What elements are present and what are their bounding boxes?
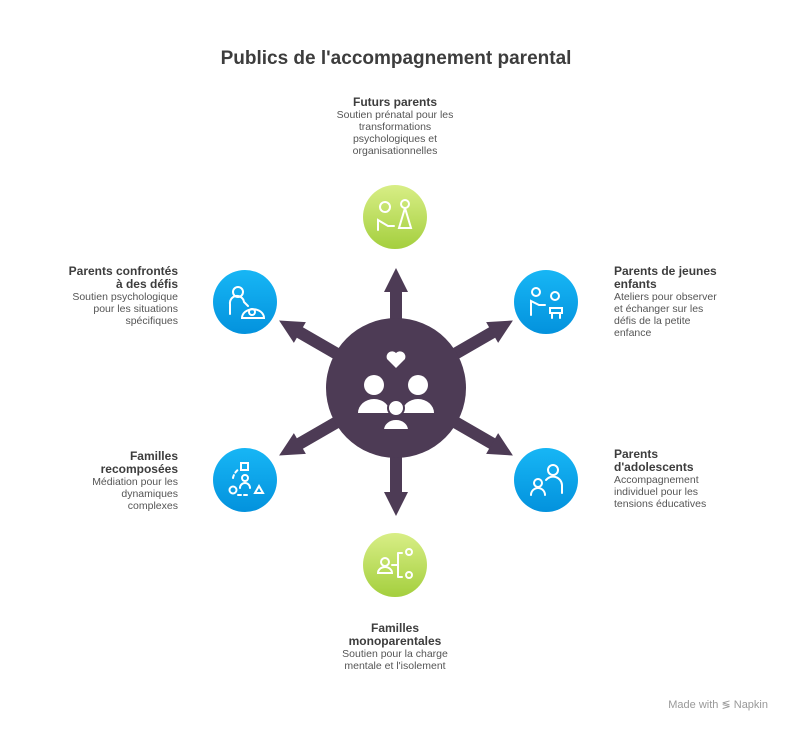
arrow-lower-right <box>443 411 513 456</box>
arrow-down <box>384 450 408 516</box>
node-description: Accompagnement individuel pour les tensi… <box>614 474 707 510</box>
node-title: Futurs parents <box>352 95 437 109</box>
node-jeunes-enfants: Parents de jeunes enfants Ateliers pour … <box>614 264 724 340</box>
single-parent-tree-icon <box>363 533 427 597</box>
node-description: Soutien psychologique pour les situation… <box>72 291 178 327</box>
node-defis: Parents confrontés à des défis Soutien p… <box>68 264 178 328</box>
node-title: Parents confrontés à des défis <box>68 264 178 291</box>
arrow-upper-left <box>279 320 349 365</box>
family-heart-icon <box>358 351 434 431</box>
node-recomposees: Familles recomposées Médiation pour les … <box>78 449 178 513</box>
napkin-watermark[interactable]: Made with ≶ Napkin <box>668 698 768 711</box>
prenatal-consultation-icon <box>363 185 427 249</box>
node-monoparentales: Familles monoparentales Soutien pour la … <box>340 621 450 673</box>
hub <box>326 318 466 458</box>
node-description: Soutien prénatal pour les transformation… <box>336 109 454 157</box>
psychological-support-icon <box>213 270 277 334</box>
arrows <box>279 268 513 516</box>
parent-teen-icon <box>514 448 578 512</box>
parent-child-play-icon <box>514 270 578 334</box>
brand-name: Napkin <box>733 699 768 711</box>
node-circles <box>213 185 578 597</box>
napkin-logo-icon: ≶ <box>721 699 731 711</box>
node-title: Parents de jeunes enfants <box>614 264 717 291</box>
node-title: Familles monoparentales <box>348 621 442 648</box>
node-description: Médiation pour les dynamiques complexes <box>92 476 178 512</box>
node-futurs-parents: Futurs parents Soutien prénatal pour les… <box>325 95 465 158</box>
node-description: Soutien pour la charge mentale et l'isol… <box>342 648 448 672</box>
made-with-text: Made with <box>668 699 719 711</box>
node-description: Ateliers pour observer et échanger sur l… <box>614 291 717 339</box>
arrow-upper-right <box>443 320 513 365</box>
node-adolescents: Parents d'adolescents Accompagnement ind… <box>614 447 714 511</box>
blended-family-icon <box>213 448 277 512</box>
node-title: Parents d'adolescents <box>614 447 694 474</box>
page-title: Publics de l'accompagnement parental <box>220 48 572 69</box>
arrow-lower-left <box>279 411 349 456</box>
node-title: Familles recomposées <box>100 449 178 476</box>
